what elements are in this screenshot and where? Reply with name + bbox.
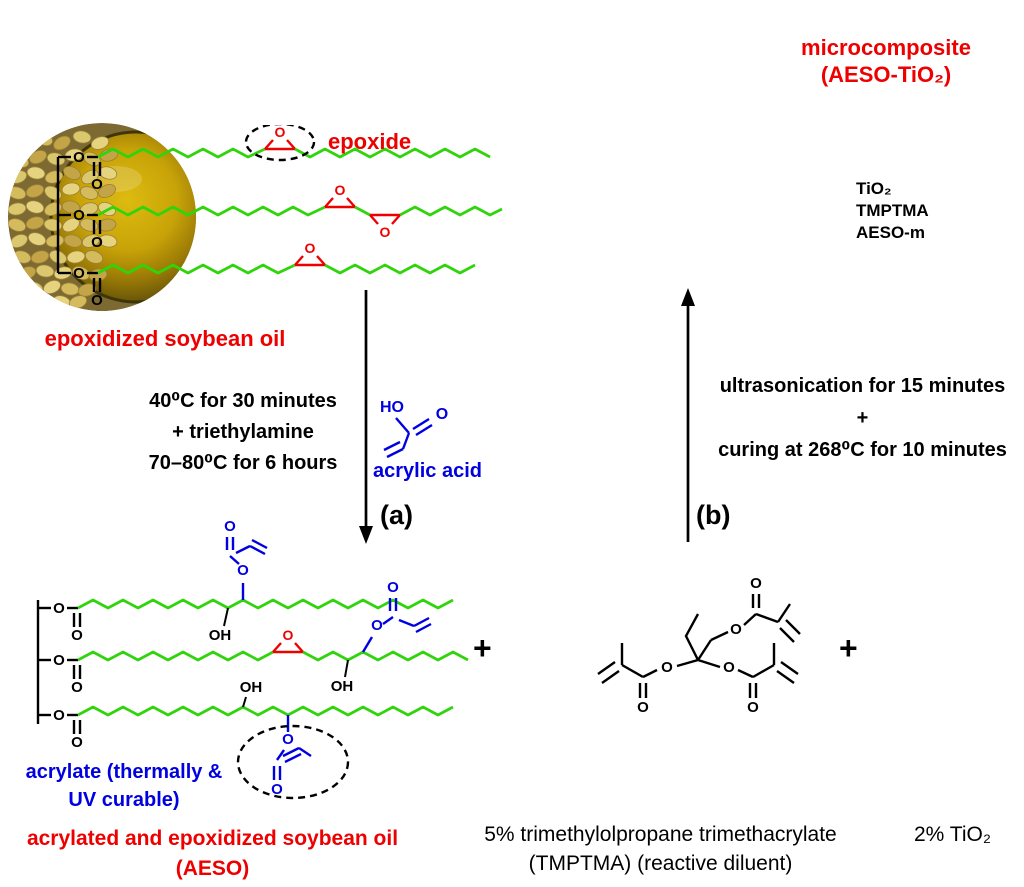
arrowhead-up (681, 288, 695, 306)
acrylic-acid-structure: HO O (380, 399, 448, 459)
acrylate-group: O O (361, 579, 432, 653)
reaction-arrow-a-down (359, 290, 373, 544)
ester-oxygen-label: O (73, 207, 85, 224)
ester-oxygen-label: O (371, 617, 383, 634)
epoxide-oxygen-label: O (305, 240, 316, 256)
ester-oxygen-label: O (237, 562, 249, 579)
tmptma-caption-line1: 5% trimethylolpropane trimethacrylate (484, 823, 837, 846)
glycerol-backbone: O O O O O O (56, 149, 103, 309)
acrylate-group: O O (271, 715, 312, 798)
fatty-chain-3: O (97, 240, 476, 275)
carbonyl-oxygen-label: O (271, 781, 283, 798)
acrylate-group: O O (224, 520, 268, 600)
eso-caption: epoxidized soybean oil (44, 326, 286, 351)
epoxide-highlight-ellipse (244, 125, 316, 162)
tmptma-structure: O O O O O O (597, 575, 801, 716)
component-item-tmptma: TMPTMA (856, 201, 929, 220)
microcomposite-title: microcomposite (AESO-TiO₂) (756, 34, 1016, 88)
epoxide-oxygen-label: O (335, 182, 346, 198)
epoxide-group: O (272, 627, 304, 654)
acrylate-note-line1: acrylate (thermally & (25, 761, 223, 783)
ester-oxygen-label: O (723, 659, 735, 676)
carbonyl-oxygen-label: O (71, 627, 83, 644)
carbonyl-oxygen-label: O (747, 699, 759, 716)
epoxide-group: O (369, 213, 401, 240)
microcomposite-title-line2: (AESO-TiO₂) (820, 62, 952, 87)
plus-sign-left: + (473, 630, 492, 666)
epoxide-group: O (294, 240, 326, 267)
tmptma-caption-line2: (TMPTMA) (reactive diluent) (528, 852, 793, 875)
carbonyl-oxygen-label: O (750, 575, 762, 592)
hydroxyl-ho-label: HO (380, 399, 404, 416)
tio2-percent-label: 2% TiO₂ (914, 823, 992, 846)
acrylate-note: acrylate (thermally & UV curable) (0, 758, 248, 814)
acrylic-acid-label: acrylic acid (373, 460, 482, 482)
carbonyl-oxygen-label: O (71, 679, 83, 696)
methacrylate-arm-right: O O (723, 643, 799, 716)
reaction-a-conditions: 40⁰C for 30 minutes + triethylamine 70–8… (118, 386, 368, 479)
carbonyl-oxygen-label: O (637, 699, 649, 716)
carbonyl-oxygen-label: O (91, 176, 103, 193)
component-item-aeso-m: AESO-m (856, 223, 925, 242)
ester-oxygen-label: O (282, 731, 294, 748)
epoxide-group: O (264, 125, 296, 151)
fatty-chain-2: O OH O O (77, 579, 469, 695)
acrylate-highlight-ellipse (236, 724, 350, 800)
component-item-tio2: TiO₂ (856, 179, 892, 198)
hydroxyl-label: OH (331, 678, 354, 695)
acrylate-note-line2: UV curable) (68, 789, 180, 811)
condition-line: 40⁰C for 30 minutes (149, 390, 337, 412)
condition-line: + triethylamine (172, 421, 314, 443)
epoxide-oxygen-label: O (283, 627, 294, 643)
fatty-chain-1: O (97, 125, 491, 162)
carbonyl-oxygen-label: O (91, 292, 103, 309)
reaction-b-conditions: ultrasonication for 15 minutes + curing … (700, 370, 1024, 466)
condition-line: + (856, 407, 869, 429)
hydroxyl-label: OH (240, 679, 263, 696)
methacrylate-arm-top: O O (730, 575, 801, 643)
carbonyl-oxygen-label: O (436, 406, 448, 423)
tmptma-caption: 5% trimethylolpropane trimethacrylate (T… (448, 820, 873, 878)
step-b-label: (b) (696, 500, 731, 530)
epoxide-oxygen-label: O (275, 125, 286, 140)
condition-line: curing at 268⁰C for 10 minutes (718, 439, 1007, 461)
ester-oxygen-label: O (73, 149, 85, 166)
microcomposite-title-line1: microcomposite (801, 35, 971, 60)
ester-oxygen-label: O (73, 265, 85, 282)
reaction-arrow-b-up (681, 288, 695, 542)
carbonyl-oxygen-label: O (91, 234, 103, 251)
epoxidized-soybean-oil-structure: O O O O O O O (56, 125, 503, 309)
ester-oxygen-label: O (53, 707, 65, 724)
ester-oxygen-label: O (661, 659, 673, 676)
carbonyl-oxygen-label: O (224, 520, 236, 535)
aeso-caption-line1: acrylated and epoxidized soybean oil (26, 827, 399, 850)
condition-line: 70–80⁰C for 6 hours (148, 452, 338, 474)
aeso-structure: O O O O O O OH O O (36, 520, 469, 800)
ester-oxygen-label: O (53, 600, 65, 617)
carbonyl-oxygen-label: O (387, 579, 399, 596)
hydroxyl-label: OH (209, 627, 232, 644)
ester-oxygen-label: O (53, 652, 65, 669)
carbonyl-oxygen-label: O (71, 734, 83, 751)
fatty-chain-2: O O (97, 182, 503, 240)
plus-sign-right: + (839, 630, 858, 666)
aeso-caption-line2: (AESO) (175, 857, 250, 880)
glycerol-backbone: O O O O O O (36, 600, 83, 751)
methacrylate-arm-left: O O (597, 643, 673, 716)
tmptma-core (676, 613, 729, 669)
step-a-label: (a) (380, 500, 413, 530)
condition-line: ultrasonication for 15 minutes (719, 375, 1006, 397)
epoxide-label: epoxide (328, 129, 412, 154)
aeso-caption: acrylated and epoxidized soybean oil (AE… (0, 824, 425, 884)
arrowhead-down (359, 526, 373, 544)
epoxide-group: O (324, 182, 356, 209)
fatty-chain-3: OH O O (77, 679, 454, 800)
ester-oxygen-label: O (730, 621, 742, 638)
epoxide-oxygen-label: O (380, 224, 391, 240)
composite-components-list: TiO₂ TMPTMA AESO-m (856, 178, 929, 244)
